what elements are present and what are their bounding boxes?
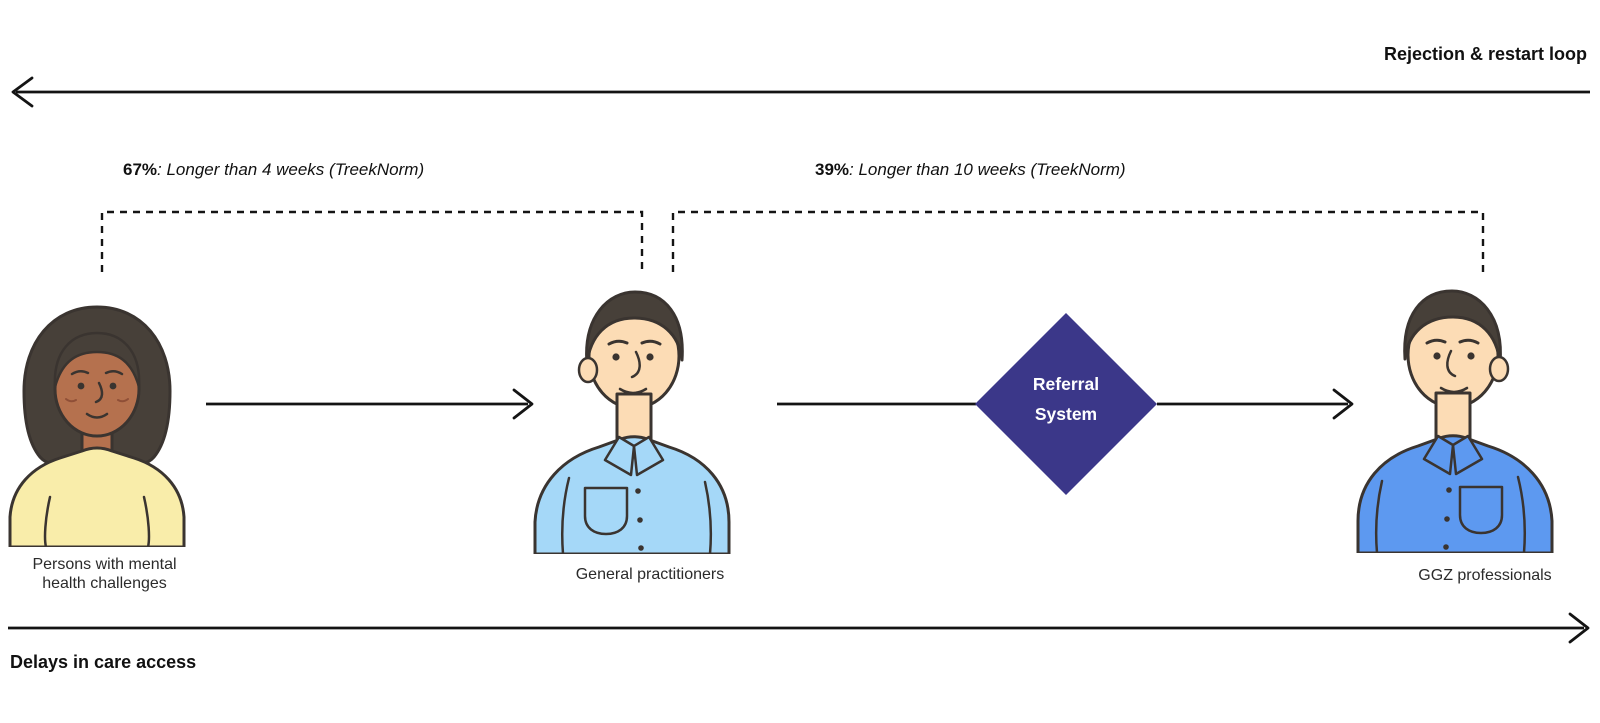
gp-collar-left xyxy=(603,435,636,477)
patient-illustration xyxy=(8,305,186,547)
patient-label-line2: health challenges xyxy=(42,574,167,592)
wait-annotation-10-weeks-percent: 39% xyxy=(815,160,850,179)
ggz-figure xyxy=(1356,289,1554,553)
patient-mouth xyxy=(85,412,109,419)
patient-fringe xyxy=(53,331,141,389)
patient-arm-seam-right xyxy=(142,495,151,547)
gp-mouth xyxy=(618,387,648,395)
wait-annotation-10-weeks: 39%: Longer than 10 weeks (TreekNorm) xyxy=(815,160,1126,180)
ggz-pocket xyxy=(1458,485,1504,535)
wait-annotation-10-weeks-text: : Longer than 10 weeks (TreekNorm) xyxy=(849,160,1126,179)
ggz-hair xyxy=(1403,289,1502,365)
arrow-referral-to-ggz-head-icon xyxy=(1332,388,1354,420)
rejection-loop-label: Rejection & restart loop xyxy=(1383,44,1587,64)
gp-hair xyxy=(585,290,684,366)
patient-sweater xyxy=(8,446,186,547)
wait-annotation-4-weeks-percent: 67% xyxy=(123,160,158,179)
delays-axis-label: Delays in care access xyxy=(10,652,197,672)
ggz-brow-left xyxy=(1458,338,1480,345)
gp-ear xyxy=(577,356,599,384)
referral-system-label-line2: System xyxy=(1034,404,1098,424)
patient-eye-left xyxy=(77,382,85,390)
ggz-collar-right xyxy=(1422,434,1455,476)
gp-arm-seam-left xyxy=(561,476,571,554)
delays-axis-arrowhead-icon xyxy=(1568,612,1590,644)
wait-bracket-4-weeks xyxy=(100,210,644,272)
ggz-nose xyxy=(1446,349,1457,378)
gp-nose xyxy=(630,350,641,379)
ggz-shirt xyxy=(1356,434,1554,553)
ggz-button-3 xyxy=(1443,544,1449,550)
ggz-brow-right xyxy=(1425,338,1447,345)
ggz-arm-seam-right xyxy=(1374,479,1384,553)
patient-cheek-right xyxy=(117,398,129,403)
ggz-label: GGZ professionals xyxy=(1418,567,1552,584)
wait-annotation-4-weeks: 67%: Longer than 4 weeks (TreekNorm) xyxy=(123,160,424,180)
referral-system-label: Referral System xyxy=(966,369,1166,429)
gp-shirt xyxy=(533,435,731,554)
ggz-arm-seam-left xyxy=(1516,475,1526,553)
ggz-ear xyxy=(1488,355,1510,383)
wait-bracket-10-weeks xyxy=(671,210,1485,272)
arrow-patient-to-gp-head-icon xyxy=(512,388,534,420)
ggz-collar-left xyxy=(1451,434,1484,476)
patient-brow-left xyxy=(70,370,90,376)
patient-nose xyxy=(94,381,104,404)
gp-pocket xyxy=(583,486,629,536)
referral-system-diamond xyxy=(975,313,1157,495)
patient-label: Persons with mental health challenges xyxy=(12,556,197,593)
patient-label-line1: Persons with mental xyxy=(32,556,177,573)
patient-cheek-left xyxy=(65,398,77,403)
ggz-button-1 xyxy=(1446,487,1452,493)
gp-eye-left xyxy=(612,353,620,361)
referral-system-label-line1: Referral xyxy=(1032,374,1100,394)
gp-collar-right xyxy=(632,435,665,477)
ggz-eye-left xyxy=(1467,352,1475,360)
gp-button-3 xyxy=(638,545,644,551)
gp-label: General practitioners xyxy=(575,566,725,583)
ggz-eye-right xyxy=(1433,352,1441,360)
gp-brow-left xyxy=(607,339,629,346)
gp-brow-right xyxy=(640,339,662,346)
gp-illustration xyxy=(533,290,731,554)
rejection-loop-arrowhead-icon xyxy=(11,76,34,108)
gp-button-1 xyxy=(635,488,641,494)
gp-arm-seam-right xyxy=(703,480,713,554)
gp-button-2 xyxy=(637,517,643,523)
patient-eye-right xyxy=(109,382,117,390)
ggz-illustration xyxy=(1356,289,1554,553)
gp-figure xyxy=(533,290,731,554)
gp-eye-right xyxy=(646,353,654,361)
ggz-button-2 xyxy=(1444,516,1450,522)
wait-annotation-4-weeks-text: : Longer than 4 weeks (TreekNorm) xyxy=(157,160,425,179)
ggz-mouth xyxy=(1439,386,1469,394)
patient-brow-right xyxy=(104,370,124,376)
patient-arm-seam-left xyxy=(43,495,52,547)
